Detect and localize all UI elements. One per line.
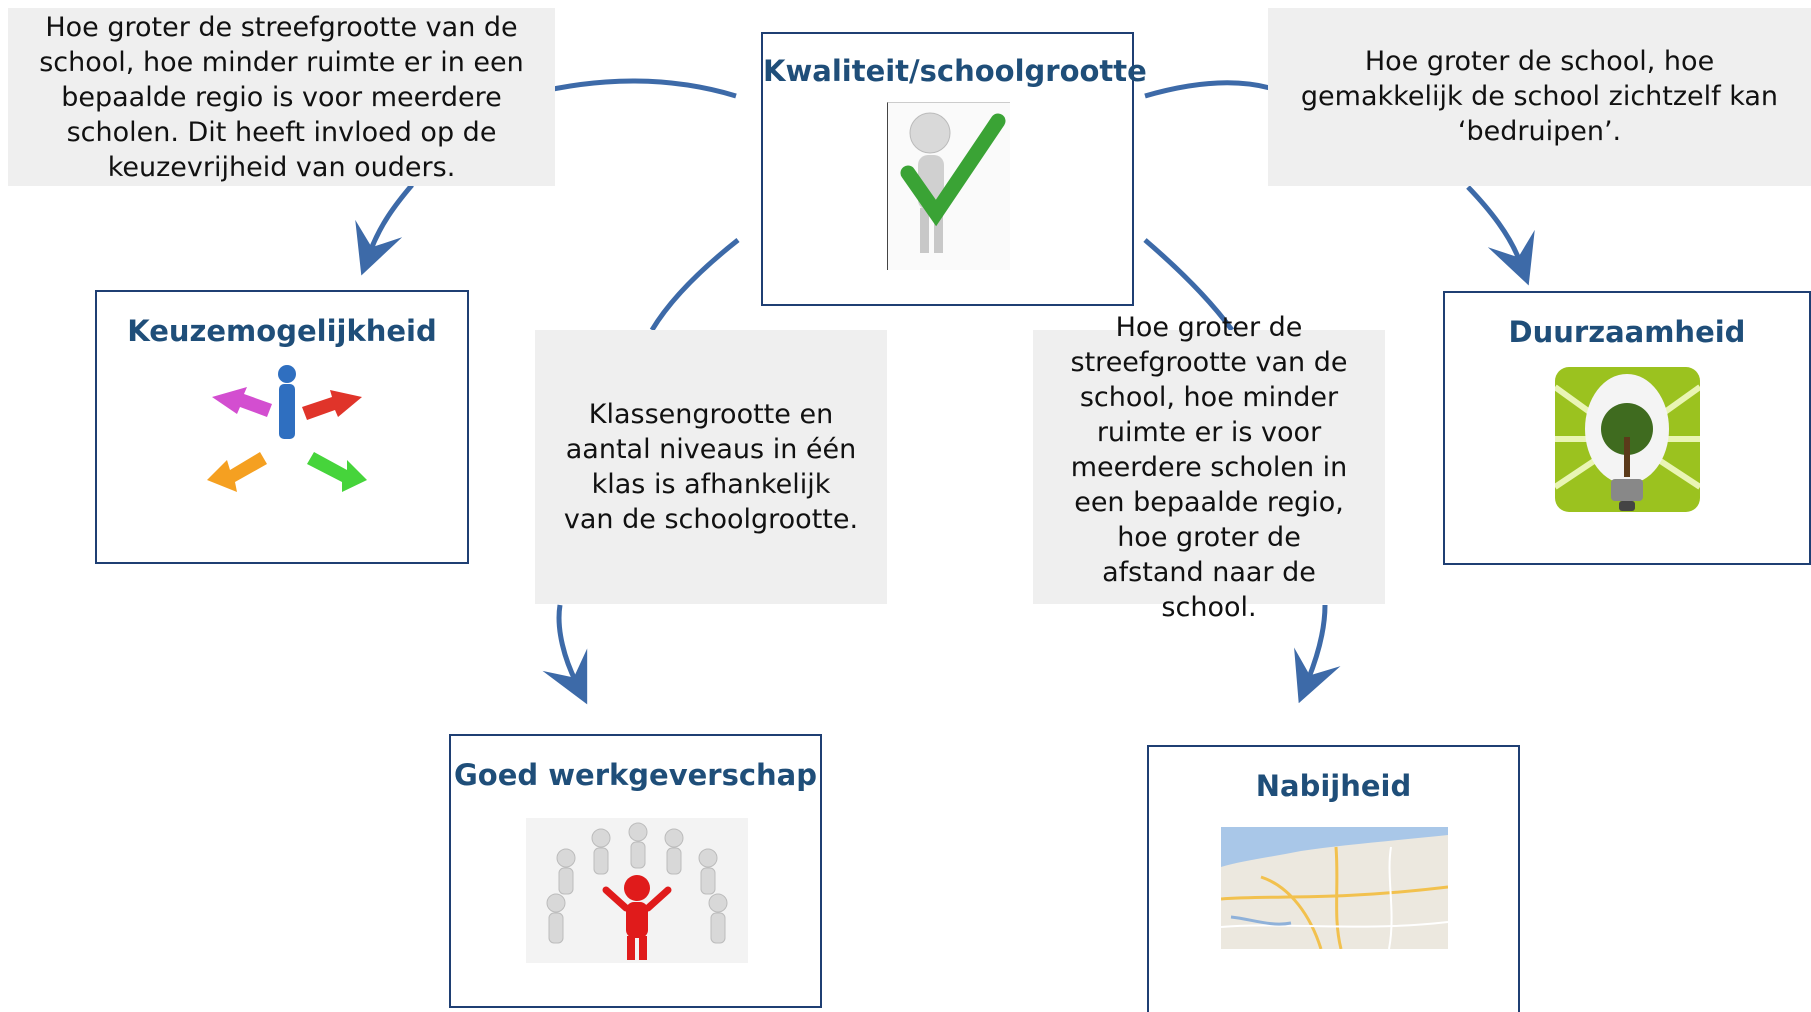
box-kwaliteit-title: Kwaliteit/schoolgrootte xyxy=(763,54,1147,88)
note-top-left: Hoe groter de streefgrootte van de schoo… xyxy=(8,8,555,186)
note-middle-right-text: Hoe groter de streefgrootte van de schoo… xyxy=(1070,311,1348,623)
box-goed-werkgeverschap: Goed werkgeverschap xyxy=(449,734,822,1008)
box-keuzemogelijkheid-title: Keuzemogelijkheid xyxy=(127,314,437,348)
note-middle-left: Klassengrootte en aantal niveaus in één … xyxy=(535,330,887,604)
person-crossroads-arrows-icon xyxy=(202,362,372,502)
lightbulb-tree-icon xyxy=(1553,367,1702,519)
box-goed-werkgeverschap-title: Goed werkgeverschap xyxy=(453,758,818,792)
arrow-to-goed-werkgeverschap-head xyxy=(542,604,588,705)
arrow-to-duurzaamheid xyxy=(1144,80,1271,99)
note-top-right: Hoe groter de school, hoe gemakkelijk de… xyxy=(1268,8,1811,186)
people-circle-leader-icon xyxy=(526,818,748,963)
box-duurzaamheid-title: Duurzaamheid xyxy=(1508,315,1746,349)
note-top-left-text: Hoe groter de streefgrootte van de schoo… xyxy=(39,11,524,183)
note-middle-right: Hoe groter de streefgrootte van de schoo… xyxy=(1033,312,1385,623)
box-nabijheid: Nabijheid xyxy=(1147,745,1520,1012)
box-nabijheid-title: Nabijheid xyxy=(1255,769,1412,803)
box-duurzaamheid: Duurzaamheid xyxy=(1443,291,1811,565)
person-checkmark-icon xyxy=(887,102,1010,270)
note-top-right-text: Hoe groter de school, hoe gemakkelijk de… xyxy=(1300,46,1779,147)
box-keuzemogelijkheid: Keuzemogelijkheid xyxy=(95,290,469,564)
note-middle-left-text: Klassengrootte en aantal niveaus in één … xyxy=(563,399,859,535)
arrow-to-duurzaamheid-head xyxy=(1466,185,1535,286)
arrow-to-nabijheid-head xyxy=(1294,604,1341,704)
arrow-to-keuzemogelijkheid-head xyxy=(355,183,414,276)
arrow-to-nabijheid xyxy=(1143,238,1235,332)
arrow-to-goed-werkgeverschap xyxy=(649,238,740,332)
box-kwaliteit-schoolgrootte: Kwaliteit/schoolgrootte xyxy=(761,32,1147,306)
road-map-icon xyxy=(1220,827,1449,950)
